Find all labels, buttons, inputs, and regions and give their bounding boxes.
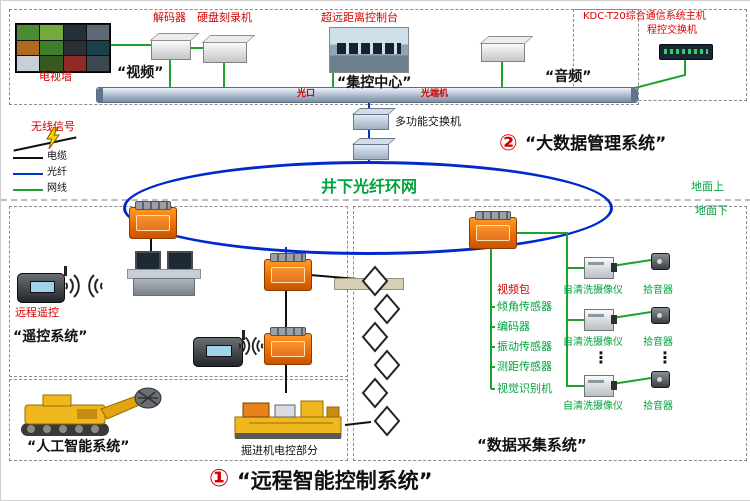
- fiber-swatch: [13, 173, 43, 175]
- optical-terminal-device-icon: [353, 143, 389, 160]
- multi-switch-device-icon: [353, 113, 389, 130]
- tv-cell: [63, 56, 86, 71]
- tv-cell: [40, 25, 63, 40]
- mine-station-box-2: [264, 253, 312, 291]
- video-section-title: “视频”: [117, 65, 164, 81]
- pbx-label: 程控交换机: [647, 25, 697, 36]
- legend-fiber-label: 光纤: [47, 167, 67, 178]
- cable-swatch: [13, 157, 43, 159]
- pbx-device-icon: [659, 44, 713, 60]
- pickup-label-2: 拾音器: [643, 337, 673, 348]
- daq-system-title: “数据采集系统”: [477, 436, 587, 454]
- roadheader-ecabinet-icon: [234, 400, 342, 439]
- kdc-host-label: KDC-T20综合通信系统主机: [583, 11, 706, 22]
- ethernet-wires: [108, 44, 686, 390]
- cable-chain-icon: [361, 265, 401, 437]
- legend-lan-label: 网线: [47, 183, 67, 194]
- backbone-bus: [96, 87, 638, 103]
- decoder-device-icon: [151, 39, 191, 60]
- operator-desk-icon: [127, 251, 201, 296]
- mine-station-box-3: [264, 327, 312, 365]
- ring-label: 井下光纤环网: [321, 177, 418, 196]
- tv-cell: [63, 40, 86, 56]
- tv-cell: [17, 25, 40, 40]
- mine-station-box-1: [129, 201, 177, 239]
- sensor-label-tilt: 倾角传感器: [497, 300, 552, 313]
- remote-system-title: “遥控系统”: [13, 329, 88, 345]
- camera-icon-3: [584, 375, 617, 397]
- wifi-signal-icon: [88, 274, 103, 298]
- cable-wires: [150, 237, 372, 426]
- desk-monitor: [135, 251, 161, 271]
- mine-station-box-4: [469, 211, 517, 249]
- tv-cell: [86, 56, 109, 71]
- ground-below-label: 地面下: [695, 204, 728, 217]
- camera-label-1: 自清洗摄像仪: [563, 285, 623, 296]
- pickup-icon-1: [651, 253, 670, 270]
- remote-console-photo: [329, 27, 409, 290]
- pickup-icon-2: [651, 307, 670, 324]
- legend-wireless-label: 无线信号: [31, 120, 75, 133]
- tv-cell: [17, 40, 40, 56]
- remote-console-label: 超远距离控制台: [321, 11, 398, 24]
- tv-wall-icon: [15, 23, 111, 73]
- pickup-label-3: 拾音器: [643, 401, 673, 412]
- control-center-title: “集控中心”: [337, 75, 412, 91]
- tv-cell: [86, 40, 109, 56]
- console-monitors: [337, 43, 401, 54]
- tv-cell: [40, 56, 63, 71]
- tv-cell: [86, 25, 109, 40]
- wifi-signal-icon: [65, 274, 80, 298]
- camera-icon-2: [584, 309, 617, 331]
- desk-base: [133, 278, 195, 296]
- hdd-recorder-label: 硬盘刻录机: [197, 11, 252, 24]
- bigdata-number: ②: [499, 131, 518, 156]
- remote-controller-icon-2: [193, 330, 245, 367]
- tv-cell: [63, 25, 86, 40]
- audio-section-title: “音频”: [545, 69, 592, 85]
- audio-section-frame: [573, 9, 747, 101]
- kdc-host-device-icon: [481, 42, 525, 62]
- ai-system-title: “人工智能系统”: [27, 439, 130, 455]
- camera-label-2: 自清洗摄像仪: [563, 337, 623, 348]
- pickup-icon-3: [651, 371, 670, 388]
- video-pack-label: 视频包: [497, 283, 530, 296]
- ground-above-label: 地面上: [691, 180, 724, 193]
- tv-cell: [17, 56, 40, 71]
- lightning-icon: [46, 127, 60, 149]
- tv-wall-label: 电视墙: [39, 70, 72, 83]
- pickup-label-1: 拾音器: [643, 285, 673, 296]
- tv-cell: [40, 40, 63, 56]
- sensor-label-ranging: 测距传感器: [497, 360, 552, 373]
- bigdata-title: “大数据管理系统”: [525, 134, 667, 154]
- desk-monitor: [167, 251, 193, 271]
- ai-system-section-frame: [9, 379, 348, 461]
- control-center-section-frame: [9, 9, 639, 105]
- lan-swatch: [13, 189, 43, 191]
- bus-tag-right: 光端机: [421, 89, 449, 99]
- decoder-label: 解码器: [153, 11, 186, 24]
- sensor-label-vibration: 振动传感器: [497, 340, 552, 353]
- multi-switch-label: 多功能交换机: [395, 115, 461, 128]
- legend-cable-label: 电缆: [47, 151, 67, 162]
- camera-icon-1: [584, 257, 617, 279]
- remote-control-label: 远程遥控: [15, 306, 59, 319]
- roadheader-machine-icon: [21, 387, 162, 436]
- machine-ecabinet-label: 掘进机电控部分: [241, 444, 318, 457]
- sensor-label-encoder: 编码器: [497, 320, 530, 333]
- footer-number: ①: [209, 464, 230, 492]
- pickups-ellipsis: ⋮: [657, 348, 673, 367]
- wifi-signal-icon: [238, 336, 251, 356]
- wifi-signal-icon: [251, 336, 264, 356]
- remote-controller-icon-1: [17, 266, 67, 303]
- footer-title: “远程智能控制系统”: [237, 469, 433, 493]
- bus-tag-left: 光口: [297, 89, 316, 99]
- hdd-recorder-device-icon: [203, 41, 247, 63]
- camera-label-3: 自清洗摄像仪: [563, 401, 623, 412]
- sensor-label-vision: 视觉识别机: [497, 382, 552, 395]
- cameras-ellipsis: ⋮: [593, 348, 609, 367]
